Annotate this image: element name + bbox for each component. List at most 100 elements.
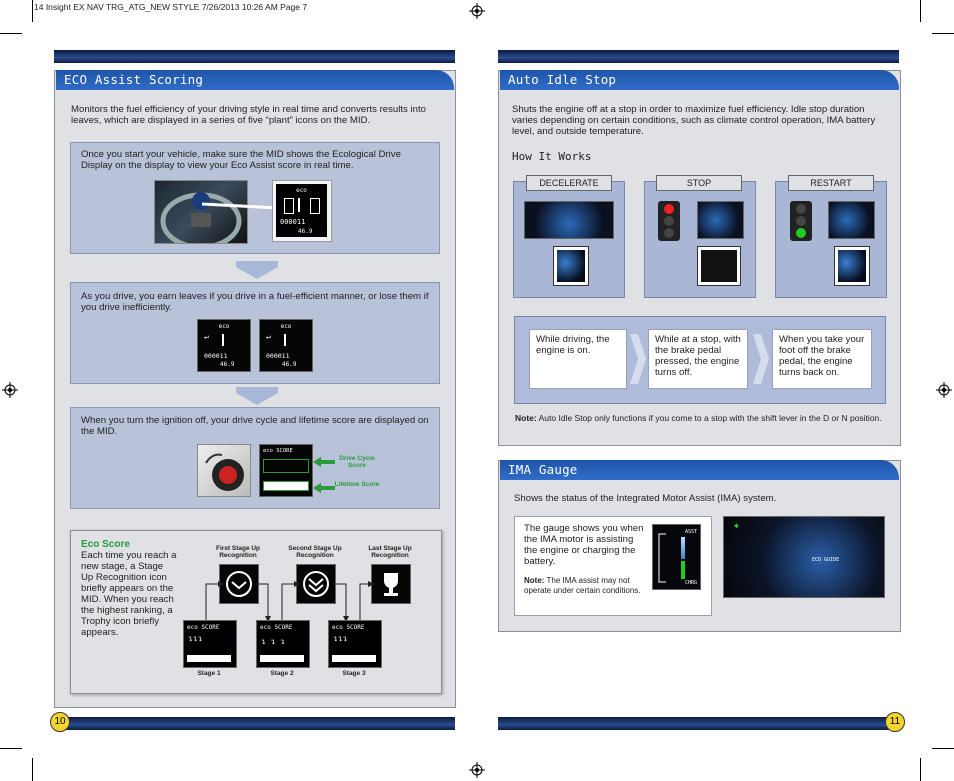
ima-note: Note: The IMA assist may not operate und… xyxy=(524,576,648,596)
page-number-left: 10 xyxy=(50,712,70,732)
dashboard-photo-stop xyxy=(697,201,744,239)
eco-score-title: Eco Score xyxy=(81,539,130,550)
lifetime-label: Lifetime Score xyxy=(334,481,380,488)
traffic-light-green-icon xyxy=(790,201,812,241)
eco-card-2-text: As you drive, you earn leaves if you dri… xyxy=(81,291,429,313)
mid-score-title: eco SCORE xyxy=(260,624,293,631)
section-title-ima-gauge: IMA Gauge xyxy=(500,460,899,480)
mid-odometer: 000011 xyxy=(204,352,228,360)
crop-mark xyxy=(932,748,954,749)
mid-score-display: eco SCORE xyxy=(259,444,313,497)
lifetime-bar xyxy=(260,655,304,662)
step-3: When you take your foot off the brake pe… xyxy=(772,329,872,389)
steering-wheel-photo xyxy=(154,180,248,250)
ima-note-text: The IMA assist may not operate under cer… xyxy=(524,576,641,595)
mid-display-3: eco ↵ 000011 46.9 xyxy=(259,319,313,372)
lifetime-bar xyxy=(332,655,376,662)
crop-mark xyxy=(0,748,22,749)
right-top-bar xyxy=(498,50,899,63)
stage-3-score-display: eco SCORE ↴↴↴ xyxy=(328,620,382,668)
mid-score-title: eco SCORE xyxy=(187,624,220,631)
registration-mark-icon xyxy=(936,382,952,398)
pointer-line-icon xyxy=(201,202,279,210)
registration-mark-icon xyxy=(2,382,18,398)
assist-arc xyxy=(681,537,685,559)
assist-label: ASST xyxy=(684,529,697,535)
mid-eco-label: eco xyxy=(280,323,292,330)
tab-decelerate: DECELERATE xyxy=(526,175,612,191)
mid-eco-label: eco xyxy=(218,323,230,330)
section-title-auto-idle-stop: Auto Idle Stop xyxy=(500,70,899,90)
note-label: Note: xyxy=(515,413,537,423)
crop-mark xyxy=(32,0,33,22)
mid-eco-label: eco xyxy=(296,187,307,194)
mid-score-title: eco SCORE xyxy=(332,624,365,631)
green-arrow-icon xyxy=(313,457,335,467)
leaf-icon: ↵ xyxy=(204,332,209,341)
lifetime-bar xyxy=(263,481,309,491)
print-slug: 14 Insight EX NAV TRG_ATG_NEW STYLE 7/26… xyxy=(34,2,308,12)
left-top-bar xyxy=(54,50,455,63)
mid-score-title: eco SCORE xyxy=(263,448,293,454)
ignition-button-icon xyxy=(205,453,244,491)
traffic-light-red-icon xyxy=(658,201,680,241)
left-bottom-bar xyxy=(54,717,455,730)
leaf-row: ↴↴↴ xyxy=(188,634,203,643)
chrg-label: CHRG xyxy=(684,580,697,586)
down-arrow-icon xyxy=(236,387,278,405)
crop-mark xyxy=(0,33,22,34)
stage-1-score-display: eco SCORE ↴↴↴ xyxy=(183,620,237,668)
green-arrow-icon xyxy=(313,483,335,493)
cluster-leaf-icon: ✱ xyxy=(734,521,739,530)
auto-idle-intro: Shuts the engine off at a stop in order … xyxy=(512,104,876,137)
registration-mark-icon xyxy=(469,3,485,19)
crop-mark xyxy=(920,0,921,22)
lifetime-bar xyxy=(187,655,231,662)
ima-gauge-image: ASST CHRG xyxy=(652,524,701,590)
mid-trip: 46.9 xyxy=(282,361,297,368)
step-arrow-icon xyxy=(753,334,769,384)
gauge-inset-decelerate xyxy=(553,246,589,286)
how-it-works-heading: How It Works xyxy=(512,150,592,163)
step-arrow-icon xyxy=(630,334,646,384)
leaf-icon: ↵ xyxy=(266,332,271,341)
eco-score-body: Each time you reach a new stage, a Stage… xyxy=(81,550,177,638)
mid-trip: 46.9 xyxy=(220,361,235,368)
stage-1-recognition-icon xyxy=(219,564,259,604)
charge-arc xyxy=(681,561,685,579)
section-title-eco-assist: ECO Assist Scoring xyxy=(56,70,454,90)
page-number-right: 11 xyxy=(885,712,905,732)
eco-card-1 xyxy=(70,142,440,254)
eco-guide-label: ECO GUIDE xyxy=(812,557,840,563)
stage-3-recognition-label: Last Stage Up Recognition xyxy=(368,545,412,559)
stage-1-label: Stage 1 xyxy=(197,670,221,677)
mid-trip: 46.9 xyxy=(298,228,313,235)
connector-arrows xyxy=(205,581,374,622)
bracket-icon xyxy=(658,533,666,583)
stage-2-recognition-icon xyxy=(296,564,336,604)
plant-icon xyxy=(298,198,300,212)
step-2: While at a stop, with the brake pedal pr… xyxy=(648,329,748,389)
crop-mark xyxy=(932,33,954,34)
plant-icon xyxy=(222,334,224,346)
ignition-photo xyxy=(197,444,251,497)
dashboard-photo-restart xyxy=(828,201,875,239)
drive-cycle-bar xyxy=(263,459,309,473)
right-bottom-bar xyxy=(498,717,899,730)
ima-note-label: Note: xyxy=(524,576,545,585)
leaf-row: ↴↴↴ xyxy=(333,634,348,643)
tab-stop: STOP xyxy=(656,175,742,191)
instrument-cluster-photo: ECO GUIDE ✱ xyxy=(723,516,885,598)
stage-1-recognition-label: First Stage Up Recognition xyxy=(215,545,261,559)
eco-card-1-text: Once you start your vehicle, make sure t… xyxy=(81,149,401,171)
plant-icon xyxy=(284,334,286,346)
stage-2-label: Stage 2 xyxy=(270,670,294,677)
eco-card-2 xyxy=(70,282,440,384)
gauge-inset-stop xyxy=(697,246,741,286)
dashboard-photo-decelerate xyxy=(524,201,614,239)
ima-intro: Shows the status of the Integrated Motor… xyxy=(514,493,777,504)
plant-icon xyxy=(284,198,294,214)
eco-card-3-text: When you turn the ignition off, your dri… xyxy=(81,415,429,437)
crop-mark xyxy=(920,758,921,781)
note-text: Auto Idle Stop only functions if you com… xyxy=(536,413,882,423)
